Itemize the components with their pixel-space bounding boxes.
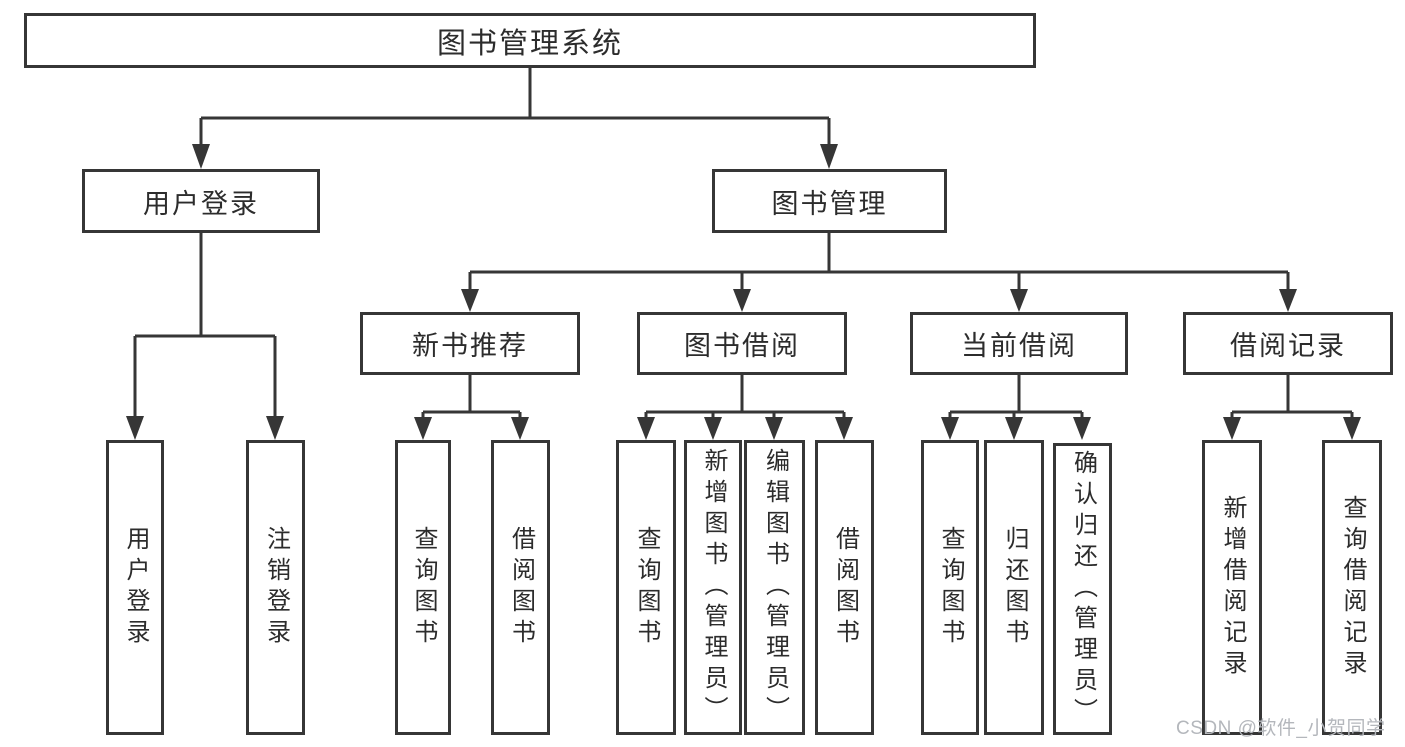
leaf-edit-book-admin: 编辑图书（管理员） <box>744 440 805 735</box>
csdn-watermark: CSDN @软件_小贺同学 <box>1176 718 1386 739</box>
node-root-library-management-system: 图书管理系统 <box>24 13 1036 68</box>
leaf-borrow-book: 借阅图书 <box>815 440 874 735</box>
leaf-borrow-query-book: 查询图书 <box>616 440 676 735</box>
leaf-logout: 注销登录 <box>246 440 305 735</box>
node-book-management: 图书管理 <box>712 169 947 233</box>
leaf-confirm-return-admin: 确认归还（管理员） <box>1053 443 1112 735</box>
node-new-book-recommend: 新书推荐 <box>360 312 580 375</box>
leaf-query-borrow-record: 查询借阅记录 <box>1322 440 1382 735</box>
node-book-borrow: 图书借阅 <box>637 312 847 375</box>
leaf-recommend-borrow-book: 借阅图书 <box>491 440 550 735</box>
leaf-recommend-query-book: 查询图书 <box>395 440 451 735</box>
leaf-return-book: 归还图书 <box>984 440 1044 735</box>
node-borrow-records: 借阅记录 <box>1183 312 1393 375</box>
leaf-user-login: 用户登录 <box>106 440 164 735</box>
leaf-current-query-book: 查询图书 <box>921 440 979 735</box>
leaf-add-borrow-record: 新增借阅记录 <box>1202 440 1262 735</box>
leaf-add-book-admin: 新增图书（管理员） <box>684 440 742 735</box>
node-user-login: 用户登录 <box>82 169 320 233</box>
node-current-borrow: 当前借阅 <box>910 312 1128 375</box>
